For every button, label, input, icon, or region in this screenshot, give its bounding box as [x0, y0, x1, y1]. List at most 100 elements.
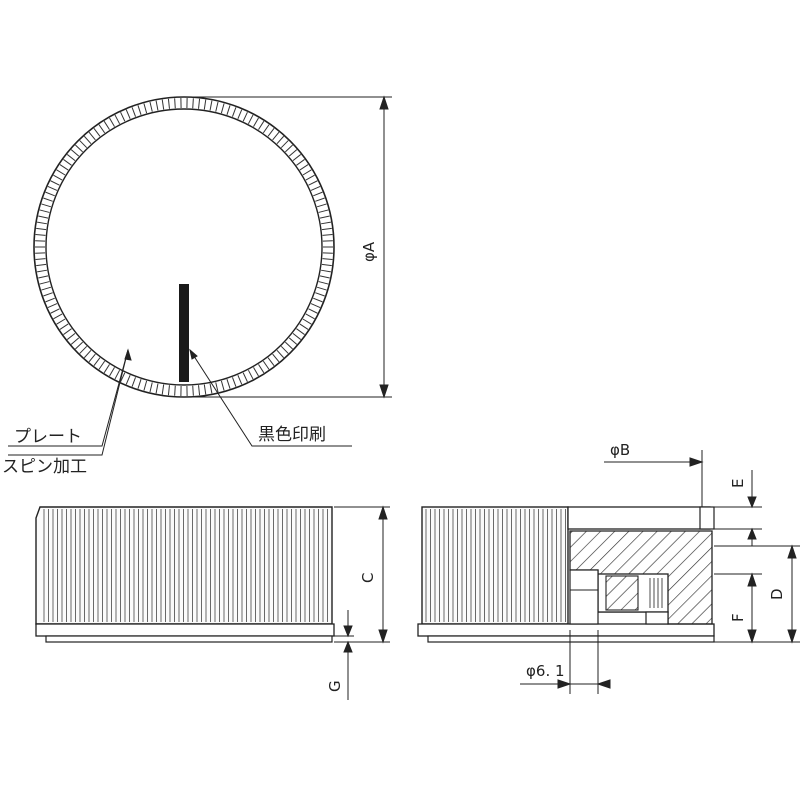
knurl-tooth — [161, 384, 165, 395]
dimension-F-label: F — [729, 613, 747, 622]
knurl-tooth — [262, 124, 270, 134]
knurl-tooth — [253, 117, 259, 127]
knurl-tooth — [38, 215, 49, 219]
knurl-tooth — [174, 98, 176, 109]
knurl-tooth — [302, 169, 312, 176]
knurl-tooth — [56, 169, 66, 176]
knurl-tooth — [36, 263, 47, 267]
knurl-tooth — [198, 385, 201, 396]
knurl-tooth — [43, 197, 53, 202]
knurl-tooth — [98, 124, 106, 134]
knurl-tooth — [280, 140, 289, 149]
knurl-tooth — [137, 105, 142, 115]
knurl-tooth — [272, 131, 280, 141]
knurl-tooth — [299, 323, 309, 330]
knurl-tooth — [237, 374, 243, 385]
knurl-tooth — [37, 221, 48, 225]
knurl-tooth — [288, 337, 298, 345]
knurl-tooth — [198, 98, 201, 109]
section-bottom-recess — [645, 611, 669, 625]
dimension-G — [334, 610, 354, 700]
knurl-tooth — [109, 367, 115, 377]
knurl-tooth — [37, 269, 48, 273]
dimension-E-label: E — [729, 479, 747, 488]
side-flange — [35, 623, 335, 637]
dimension-phiA — [184, 95, 392, 399]
knurl-tooth — [43, 292, 53, 297]
knurl-tooth — [131, 107, 137, 117]
knurl-tooth — [88, 353, 96, 363]
knurl-tooth — [47, 185, 58, 191]
knurl-tooth — [53, 313, 63, 320]
knurl-tooth — [319, 275, 330, 279]
knurl-tooth — [316, 286, 327, 291]
leader-lines — [8, 348, 352, 456]
knurl-tooth — [38, 275, 49, 279]
section-cap — [567, 506, 711, 530]
knurl-tooth — [59, 323, 69, 330]
knurl-tooth — [299, 164, 309, 171]
dimension-phiB — [604, 450, 704, 507]
knurl-tooth — [209, 383, 213, 394]
knurl-tooth — [79, 140, 88, 149]
knurl-tooth — [215, 382, 219, 393]
knurl-tooth — [209, 100, 213, 111]
knurl-tooth — [226, 105, 231, 115]
knurl-tooth — [322, 234, 333, 236]
knurl-tooth — [203, 99, 207, 110]
section-set-screw — [605, 575, 639, 611]
dimension-D-label: D — [768, 588, 786, 600]
knurl-tooth — [318, 281, 329, 285]
knurl-tooth — [320, 221, 331, 225]
knurl-tooth — [215, 101, 219, 112]
knurl-tooth — [231, 377, 237, 387]
knurl-tooth — [203, 384, 207, 395]
dimension-C-label: C — [359, 573, 377, 583]
knurl-tooth — [220, 380, 225, 391]
knurl-tooth — [35, 258, 46, 260]
knurl-tooth — [167, 385, 170, 396]
knurl-tooth — [103, 364, 110, 374]
side-base — [45, 635, 333, 643]
knurl-tooth — [143, 103, 148, 114]
knurl-tooth — [262, 360, 270, 370]
knurl-tooth — [45, 297, 55, 303]
knurl-tooth — [83, 349, 92, 359]
knob-inner-circle — [45, 108, 323, 386]
dimension-E — [714, 470, 762, 546]
knurl-tooth — [313, 297, 323, 303]
knurl-tooth — [322, 258, 333, 260]
knurl-tooth — [39, 209, 50, 213]
knurl-tooth — [226, 379, 231, 389]
knurl-tooth — [79, 345, 88, 354]
dimension-phi61 — [520, 630, 611, 694]
knurl-tooth — [220, 103, 225, 114]
knurl-ring — [35, 98, 333, 396]
knurl-tooth — [88, 131, 96, 141]
knurl-tooth — [50, 180, 60, 186]
section-base — [427, 635, 715, 643]
knurl-tooth — [41, 286, 52, 291]
knurl-tooth — [305, 174, 315, 181]
knurl-tooth — [310, 185, 321, 191]
knurl-tooth — [45, 191, 55, 197]
indicator-line — [179, 284, 189, 382]
knurl-tooth — [125, 374, 131, 385]
dimension-phiB-label: φB — [610, 441, 630, 459]
dimension-phi61-label: φ6. 1 — [526, 662, 565, 680]
knurl-tooth — [231, 107, 237, 117]
knurl-tooth — [59, 164, 69, 171]
knurl-tooth — [267, 128, 275, 137]
knurl-tooth — [302, 318, 312, 325]
knurl-tooth — [192, 98, 194, 109]
knurl-tooth — [149, 101, 153, 112]
spin-label: スピン加工 — [2, 457, 87, 477]
section-ribs — [425, 509, 566, 622]
knurl-tooth — [318, 209, 329, 213]
dimension-G-label: G — [326, 680, 344, 692]
knurl-tooth — [63, 159, 72, 166]
knurl-tooth — [284, 341, 293, 350]
knurl-tooth — [75, 341, 84, 350]
knurl-tooth — [284, 144, 293, 153]
knurl-tooth — [258, 120, 265, 130]
